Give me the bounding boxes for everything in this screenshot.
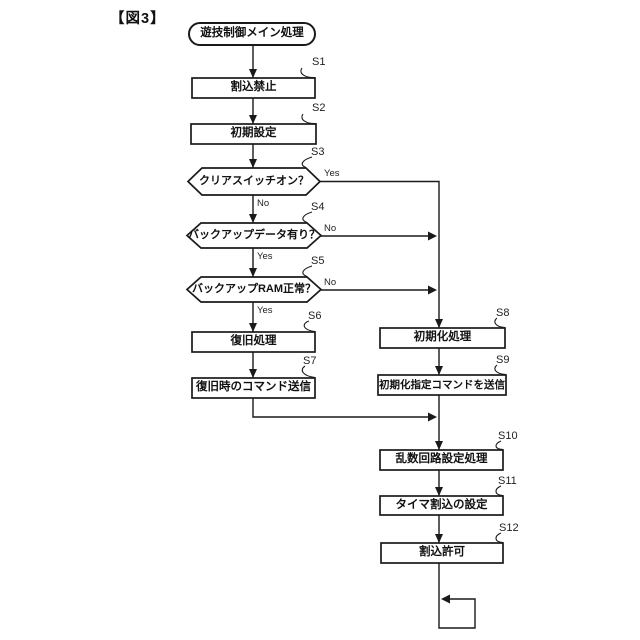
step-label-s10: S10: [498, 430, 518, 442]
process-label-s11: タイマ割込の設定: [395, 498, 488, 511]
branch-label-s5-yes: Yes: [257, 305, 273, 316]
process-label-s8: 初期化処理: [413, 331, 472, 344]
leader-s7: [301, 365, 316, 379]
leader-s5: [302, 265, 313, 278]
step-label-s4: S4: [311, 201, 325, 213]
process-box-s8: [379, 327, 506, 349]
decision-label-s3: クリアスイッチオン？: [199, 175, 309, 187]
arrow-into-s6: [249, 323, 257, 332]
leader-s4: [302, 211, 313, 224]
branch-label-s3-no: No: [257, 198, 270, 209]
arrow-into-s8: [435, 319, 443, 328]
branch-label-s4-no: No: [324, 223, 337, 234]
process-label-s1: 割込禁止: [230, 81, 277, 94]
arrow-into-s1: [249, 69, 257, 78]
arrow-into-s5: [249, 268, 257, 277]
leader-s11: [495, 485, 504, 497]
step-label-s8: S8: [496, 307, 510, 319]
arrow-s7-merge: [428, 412, 437, 422]
leader-s10: [495, 440, 504, 451]
bottom-loop-line: [438, 563, 476, 629]
leader-s3: [301, 156, 313, 169]
leader-s8: [494, 317, 506, 329]
arrow-into-s7: [249, 369, 257, 378]
step-label-s3: S3: [311, 146, 325, 158]
process-box-s12: [380, 542, 504, 564]
process-label-s6: 復旧処理: [230, 335, 277, 348]
figure-label: 【図3】: [110, 11, 166, 27]
step-label-s9: S9: [496, 354, 510, 366]
s7-merge-line: [252, 398, 431, 418]
arrow-into-s12: [435, 534, 443, 543]
arrow-into-s11: [435, 487, 443, 496]
s3-yes-branch-line: [320, 180, 440, 328]
start-terminal-label: 遊技制御メイン処理: [200, 27, 304, 40]
flow-connectors: [252, 45, 476, 629]
arrow-loop-back: [441, 594, 450, 604]
step-label-s7: S7: [303, 355, 317, 367]
step-label-s11: S11: [498, 475, 517, 487]
process-label-s7: 復旧時のコマンド送信: [196, 381, 311, 394]
leader-s6: [303, 320, 316, 333]
step-label-s1: S1: [312, 56, 326, 68]
leader-s9: [494, 364, 507, 376]
arrow-s4-no-merge: [428, 231, 437, 241]
leader-s2: [301, 113, 317, 125]
branch-label-s4-yes: Yes: [257, 251, 273, 262]
step-label-s2: S2: [312, 102, 326, 114]
step-label-s5: S5: [311, 255, 325, 267]
leader-s1: [300, 67, 316, 79]
arrow-into-s3: [249, 159, 257, 168]
arrowheads: [249, 69, 450, 604]
step-label-s6: S6: [308, 310, 322, 322]
decision-label-s4: バックアップデータ有り？: [188, 229, 320, 241]
branch-label-s5-no: No: [324, 277, 337, 288]
process-box-s9: [377, 374, 507, 396]
decision-label-s5: バックアップRAM正常？: [191, 283, 317, 295]
terminal-shape-start: [188, 22, 316, 46]
process-box-s11: [379, 495, 504, 516]
arrow-into-s4: [249, 214, 257, 223]
process-box-s10: [379, 449, 504, 471]
arrow-into-s2: [249, 115, 257, 124]
branch-label-s3-yes: Yes: [324, 168, 340, 179]
process-label-s10: 乱数回路設定処理: [395, 453, 488, 466]
leader-lines: [300, 67, 507, 544]
process-label-s12: 割込許可: [419, 546, 465, 559]
process-label-s2: 初期設定: [230, 127, 277, 140]
leader-s12: [495, 532, 504, 544]
arrow-into-s9: [435, 366, 443, 375]
arrow-into-s10: [435, 441, 443, 450]
step-label-s12: S12: [499, 522, 519, 534]
process-label-s9: 初期化指定コマンドを送信: [379, 378, 505, 391]
arrow-s5-no-merge: [428, 285, 437, 295]
